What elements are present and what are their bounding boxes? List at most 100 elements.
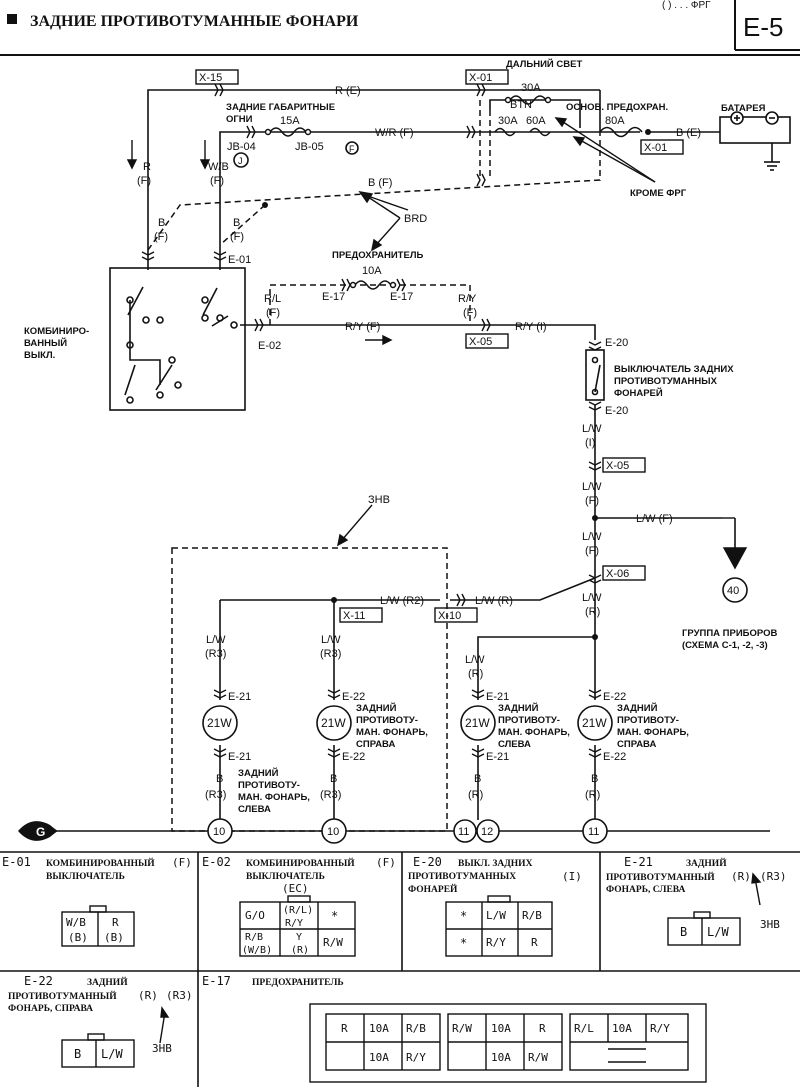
e17-title: ПРЕДОХРАНИТЕЛЬ [252, 978, 344, 988]
f7-label: (F) [585, 495, 599, 507]
e17-pin7: R/L [574, 1022, 594, 1035]
wires [20, 89, 770, 832]
btn-label: BTN [510, 99, 532, 111]
dal-title: ДАЛЬНИЙ СВЕТ [506, 58, 582, 70]
e20-mark: (I) [562, 870, 582, 883]
lamp-left-zhv [202, 705, 238, 741]
cell-e17: E-17 ПРЕДОХРАНИТЕЛЬ R 10A R/B R/W 10A R … [202, 974, 707, 1083]
combination-switch [109, 267, 246, 411]
lw6-label: L/W [321, 634, 341, 646]
e22-mark1: (R) [138, 989, 158, 1002]
e20-pin2: L/W [486, 909, 506, 922]
vykl3-label: ФОНАРЕЙ [614, 387, 663, 399]
country-note: ( ) . . . ФРГ [662, 0, 711, 11]
b4-label: B [330, 773, 337, 785]
zl8-label: СЛЕВА [498, 739, 531, 750]
g12-label: 12 [481, 826, 493, 838]
x15-label: X-15 [199, 72, 222, 84]
e02-pin8: (R) [291, 945, 309, 956]
e17-pin1: R [341, 1022, 348, 1035]
e17-pin3: R/B [406, 1022, 426, 1035]
lwr2-label: L/W (R2) [380, 595, 424, 607]
zr8-label: СПРАВА [617, 739, 656, 750]
e02-label: E-02 [258, 340, 281, 352]
g10b-label: 10 [327, 826, 339, 838]
e01-title2: ВЫКЛЮЧАТЕЛЬ [46, 872, 125, 882]
dashed-wires [147, 100, 601, 832]
b-label1: B [158, 217, 165, 229]
e02-mark: (F) [376, 856, 396, 869]
lw5-label: L/W [206, 634, 226, 646]
f-label3: (F) [154, 231, 168, 243]
ryi-label: R/Y (I) [515, 321, 547, 333]
e21-pin2: L/W [707, 925, 729, 939]
cell-e20: E-20 ВЫКЛ. ЗАДНИХ ПРОТИВОТУМАННЫХ (I) ФО… [408, 855, 582, 957]
cell-e22: E-22 ЗАДНИЙ ПРОТИВОТУМАННЫЙ (R) (R3) ФОН… [8, 974, 193, 1068]
lw3-label: L/W [582, 531, 602, 543]
i1-label: (I) [585, 437, 595, 449]
r3d-label: (R3) [320, 789, 341, 801]
e20-pin4: * [460, 936, 467, 950]
be-label: B (E) [676, 127, 701, 139]
f-label2: (F) [210, 175, 224, 187]
w21c-label: 21W [465, 716, 490, 730]
r3a-label: (R3) [205, 648, 226, 660]
e22b-label: E-22 [342, 751, 365, 763]
e17-pin4: R/W [452, 1022, 472, 1035]
e20-title3: ФОНАРЕЙ [408, 883, 458, 895]
g10a-label: 10 [213, 826, 225, 838]
e02-title1: КОМБИНИРОВАННЫЙ [246, 857, 355, 869]
lamp-left [460, 705, 496, 741]
e22-title1: ЗАДНИЙ [87, 976, 128, 988]
e20-pin3: R/B [522, 909, 542, 922]
lwr-label: L/W (R) [475, 595, 513, 607]
e01-title1: КОМБИНИРОВАННЫЙ [46, 857, 155, 869]
zl6-label: ПРОТИВОТУ- [498, 715, 560, 726]
e17b-label: E-17 [390, 291, 413, 303]
zl3-label: МАН. ФОНАРЬ, [238, 792, 310, 803]
e21-pin1: B [680, 925, 687, 939]
e01-code: E-01 [2, 855, 31, 869]
lwf-label: L/W (F) [636, 513, 673, 525]
e01-mark: (F) [172, 856, 192, 869]
e02-pin7: Y [296, 932, 302, 943]
g11a-label: 11 [458, 826, 469, 838]
e21-zhv: ЗНВ [760, 918, 780, 931]
zl1-label: ЗАДНИЙ [238, 767, 279, 779]
c40-label: 40 [727, 585, 739, 597]
e01-pin2: R [112, 916, 119, 929]
zr5-label: ЗАДНИЙ [617, 702, 658, 714]
e21c-label: E-21 [486, 691, 509, 703]
x06-label: X-06 [606, 568, 629, 580]
e02-code: E-02 [202, 855, 231, 869]
connector-table [0, 851, 800, 1087]
e21d-label: E-21 [486, 751, 509, 763]
e02-pin5: R/B [245, 932, 263, 943]
battery-label: БАТАРЕЯ [721, 103, 766, 114]
rl-label: R/L [264, 293, 281, 305]
e01-pin1b: (B) [68, 931, 88, 944]
brd-label: BRD [404, 213, 427, 225]
vykl2-label: ПРОТИВОТУМАННЫХ [614, 376, 718, 387]
e20a-label: E-20 [605, 337, 628, 349]
e21-mark1: (R) [731, 870, 751, 883]
zhv-label: ЗНВ [368, 494, 390, 506]
r3b-label: (R3) [320, 648, 341, 660]
r5-label: (R) [468, 789, 483, 801]
e02-pin6: (W/B) [242, 945, 272, 956]
x11-label: X-11 [343, 610, 365, 622]
e17a-label: E-17 [322, 291, 345, 303]
e17-code: E-17 [202, 974, 231, 988]
e01-label: E-01 [228, 254, 251, 266]
zl2-label: ПРОТИВОТУ- [238, 780, 300, 791]
header: ЗАДНИЕ ПРОТИВОТУМАННЫЕ ФОНАРИ ( ) . . . … [0, 0, 800, 56]
zl7-label: МАН. ФОНАРЬ, [498, 727, 570, 738]
f-label5: (F) [266, 307, 280, 319]
e17-pin5: 10A [491, 1022, 511, 1035]
e02-pin9: R/W [323, 936, 343, 949]
jcirc-label: J [238, 156, 243, 166]
page-title: ЗАДНИЕ ПРОТИВОТУМАННЫЕ ФОНАРИ [30, 13, 359, 30]
e22a-label: E-22 [342, 691, 365, 703]
wrf-label: W/R (F) [375, 127, 413, 139]
